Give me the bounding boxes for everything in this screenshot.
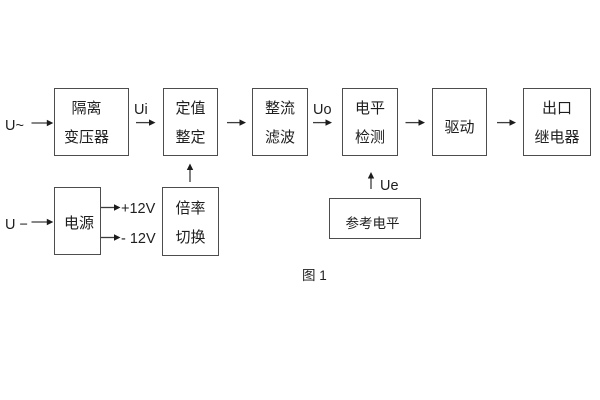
arrow-rectifier-to-level (313, 119, 332, 126)
arrow-dc-input-to-power (31, 218, 54, 226)
label-ui: Ui (134, 102, 148, 118)
block-isolation-transformer: 隔离 变压器 (54, 88, 129, 156)
block-label-line: 整定 (175, 129, 206, 146)
block-label-line: 倍率 (175, 199, 206, 217)
arrow-isolation-to-setting (136, 119, 156, 126)
arrow-reference-to-level (367, 172, 375, 189)
label-dc-input: U − (5, 216, 28, 233)
arrow-level-to-driver (405, 119, 425, 126)
block-label-line: 电平 (354, 100, 385, 117)
block-label-line: 整流 (264, 100, 295, 117)
block-label-line: 隔离 (71, 100, 102, 117)
block-label-line: 参考电平 (345, 215, 400, 231)
label-plus-12v: +12V (121, 201, 156, 217)
block-label-line: 继电器 (534, 129, 580, 146)
label-minus-12v: - 12V (121, 231, 156, 247)
arrow-power-plus12 (101, 204, 121, 211)
label-ac-input: U~ (5, 118, 24, 134)
figure-caption: 图 1 (302, 267, 327, 283)
block-reference-level: 参考电平 (329, 198, 421, 239)
block-level-detector: 电平 检测 (342, 88, 398, 156)
block-output-relay: 出口 继电器 (523, 88, 591, 156)
arrow-ratio-to-setting (186, 163, 194, 182)
block-label-line: 变压器 (63, 129, 109, 146)
arrow-setting-to-rectifier (227, 119, 246, 126)
block-driver: 驱动 (432, 88, 487, 156)
block-ratio-switch: 倍率 切换 (162, 187, 219, 256)
block-label-line: 电源 (63, 214, 94, 232)
block-power-supply: 电源 (54, 187, 101, 255)
block-setting-adjust: 定值 整定 (163, 88, 218, 156)
label-uo: Uo (313, 102, 332, 118)
block-label-line: 驱动 (444, 118, 475, 136)
label-ue: Ue (380, 178, 399, 194)
block-rectifier-filter: 整流 滤波 (252, 88, 308, 156)
block-label-line: 滤波 (264, 129, 295, 146)
arrow-ac-input-to-isolation (31, 119, 54, 127)
block-label-line: 切换 (175, 228, 206, 246)
block-label-line: 出口 (541, 100, 572, 117)
block-label-line: 定值 (175, 100, 206, 117)
block-label-line: 检测 (354, 129, 385, 146)
arrow-power-minus12 (101, 234, 121, 241)
arrow-driver-to-relay (497, 119, 516, 126)
